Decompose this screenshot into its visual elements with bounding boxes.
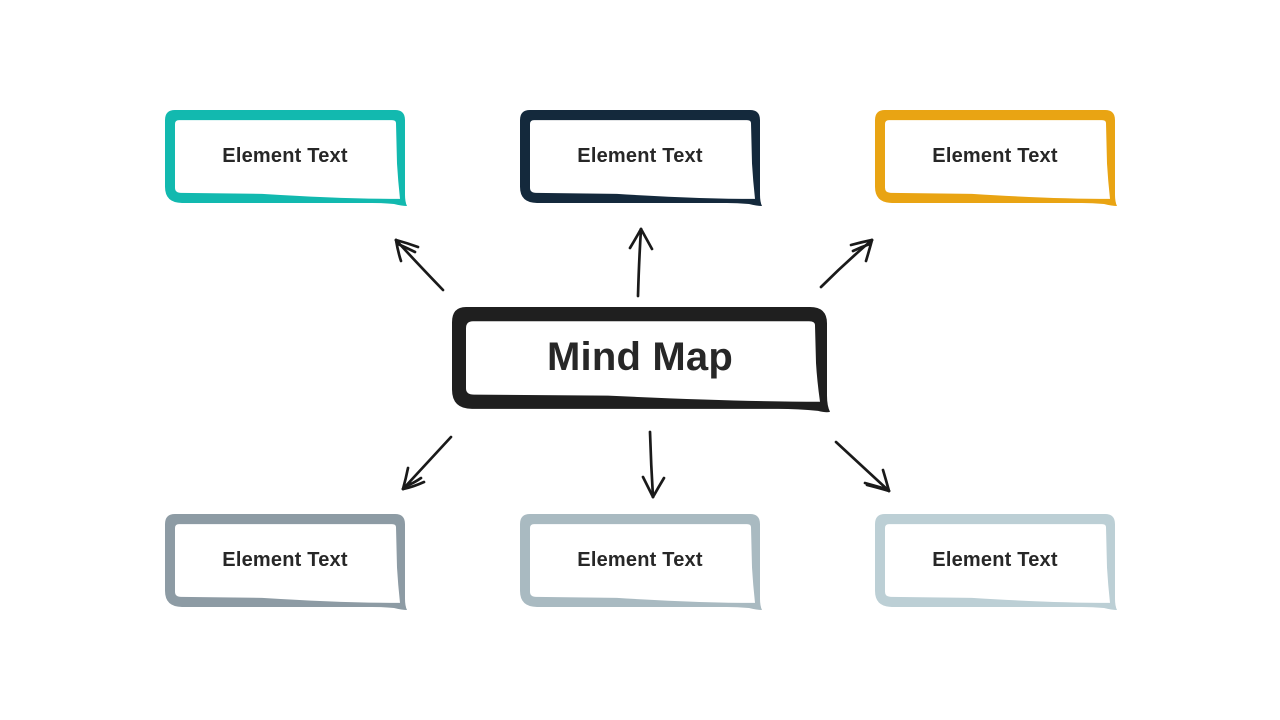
element-node-bottom-right[interactable]: Element Text xyxy=(872,512,1118,612)
element-node-top-right[interactable]: Element Text xyxy=(872,108,1118,208)
element-node-label: Element Text xyxy=(577,548,703,571)
element-node-label: Element Text xyxy=(222,548,348,571)
center-node-label: Mind Map xyxy=(546,334,733,379)
element-node-label: Element Text xyxy=(932,144,1058,167)
element-node-bottom-center[interactable]: Element Text xyxy=(517,512,763,612)
center-node[interactable]: Mind Map xyxy=(448,304,832,416)
arrow-down-right-icon[interactable] xyxy=(834,440,891,493)
sketch-frame-icon xyxy=(165,514,407,610)
sketch-frame-icon xyxy=(520,514,762,610)
element-node-top-center[interactable]: Element Text xyxy=(517,108,763,208)
arrow-down-icon[interactable] xyxy=(641,430,666,499)
element-node-label: Element Text xyxy=(932,548,1058,571)
element-node-label: Element Text xyxy=(222,144,348,167)
element-node-top-left[interactable]: Element Text xyxy=(162,108,408,208)
sketch-frame-icon xyxy=(875,110,1117,206)
sketch-frame-icon xyxy=(520,110,762,206)
sketch-frame-icon xyxy=(165,110,407,206)
arrow-up-right-icon[interactable] xyxy=(819,238,874,289)
arrow-up-left-icon[interactable] xyxy=(394,238,445,292)
element-node-bottom-left[interactable]: Element Text xyxy=(162,512,408,612)
sketch-frame-icon xyxy=(452,307,830,413)
arrow-down-left-icon[interactable] xyxy=(401,435,453,491)
sketch-frame-icon xyxy=(875,514,1117,610)
element-node-label: Element Text xyxy=(577,144,703,167)
arrow-up-icon[interactable] xyxy=(628,227,654,298)
